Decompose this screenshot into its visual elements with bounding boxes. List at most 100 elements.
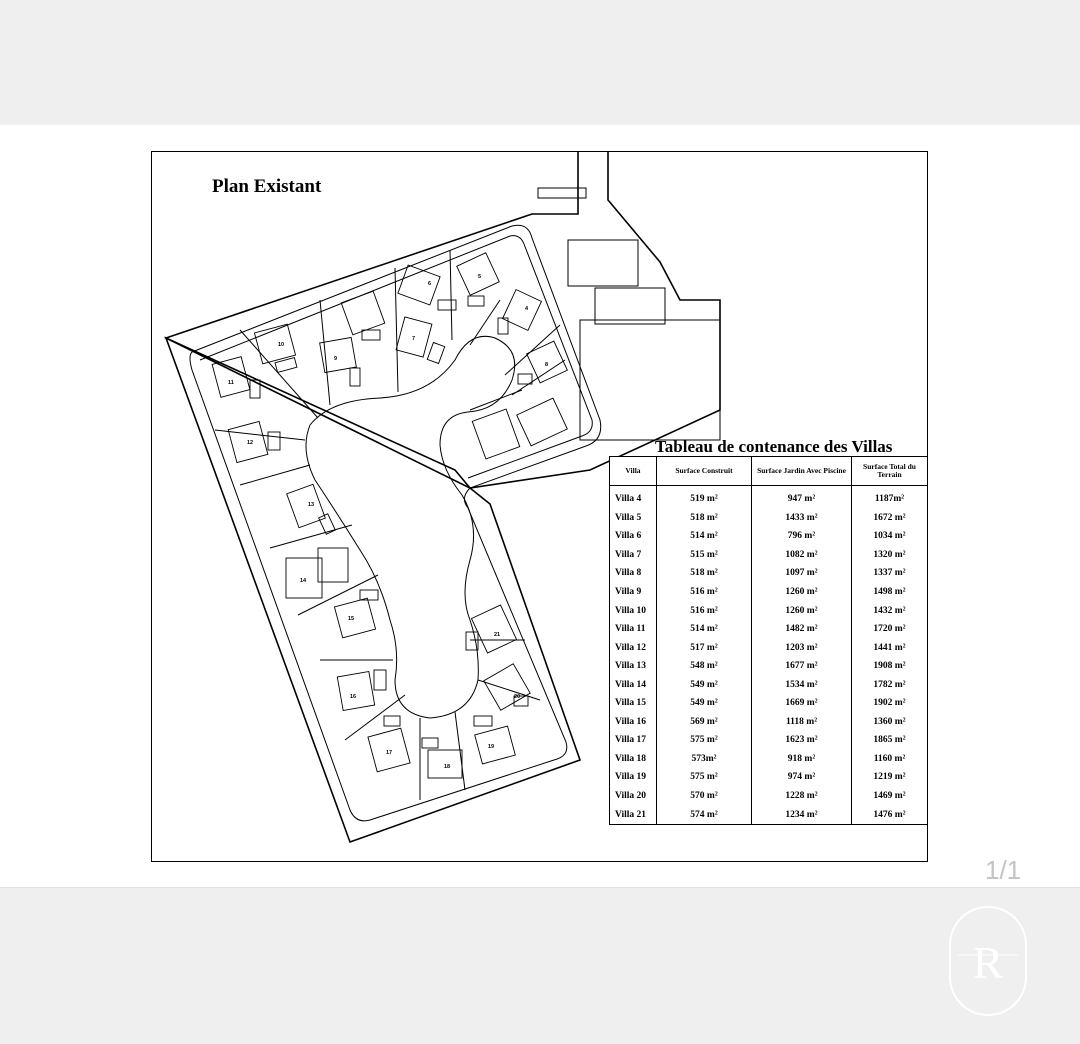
plan-lot-number: 6 — [428, 281, 431, 287]
site-boundary — [163, 151, 721, 489]
villa-name-cell: Villa 16 — [609, 712, 657, 732]
built-surface-cell: 575 m² — [656, 731, 752, 750]
total-surface-cell: 1902 m² — [851, 694, 928, 713]
plan-lot-number: 9 — [334, 356, 337, 362]
villa-name-cell: Villa 4 — [609, 485, 657, 509]
built-surface-cell: 519 m² — [656, 485, 752, 509]
garden-surface-cell: 1228 m² — [751, 786, 852, 806]
total-surface-cell: 1219 m² — [851, 768, 928, 787]
plan-lot-number: 20 — [514, 694, 520, 700]
villa-name-cell: Villa 11 — [609, 619, 657, 639]
total-surface-cell: 1476 m² — [851, 805, 928, 825]
column-header-built-surface: Surface Construit — [656, 456, 752, 486]
built-surface-cell: 518 m² — [656, 564, 752, 583]
garden-surface-cell: 974 m² — [751, 768, 852, 787]
total-surface-cell: 1320 m² — [851, 545, 928, 565]
villa-name-cell: Villa 20 — [609, 786, 657, 806]
villa-name-cell: Villa 15 — [609, 694, 657, 713]
garden-surface-cell: 1118 m² — [751, 712, 852, 732]
villa-surface-table: Villa Surface Construit Surface Jardin A… — [609, 456, 928, 825]
garden-surface-cell: 1534 m² — [751, 675, 852, 695]
built-surface-cell: 574 m² — [656, 805, 752, 825]
garden-surface-cell: 918 m² — [751, 749, 852, 769]
total-surface-cell: 1782 m² — [851, 675, 928, 695]
built-surface-cell: 548 m² — [656, 656, 752, 676]
built-surface-cell: 575 m² — [656, 768, 752, 787]
villa-name-cell: Villa 9 — [609, 582, 657, 602]
watermark-logo: R — [949, 906, 1027, 1016]
plan-lot-number: 14 — [300, 578, 307, 584]
plan-lot-number: 17 — [386, 750, 392, 756]
column-header-villa: Villa — [609, 456, 657, 486]
built-surface-cell: 549 m² — [656, 675, 752, 695]
page-indicator: 1/1 — [985, 855, 1022, 885]
built-surface-cell: 514 m² — [656, 527, 752, 546]
total-surface-cell: 1034 m² — [851, 527, 928, 546]
plan-lot-number: 10 — [278, 342, 284, 348]
viewer-top-bar — [0, 0, 1080, 125]
built-surface-cell: 516 m² — [656, 582, 752, 602]
built-surface-cell: 569 m² — [656, 712, 752, 732]
garden-surface-cell: 1234 m² — [751, 805, 852, 825]
garden-surface-cell: 1623 m² — [751, 731, 852, 750]
total-surface-cell: 1908 m² — [851, 656, 928, 676]
plan-lot-number: 15 — [348, 616, 354, 622]
plan-lot-number: 8 — [545, 362, 548, 368]
garden-surface-cell: 796 m² — [751, 527, 852, 546]
plan-lot-number: 5 — [478, 274, 481, 280]
built-surface-cell: 517 m² — [656, 638, 752, 657]
garden-surface-cell: 1097 m² — [751, 564, 852, 583]
total-surface-cell: 1337 m² — [851, 564, 928, 583]
villa-name-cell: Villa 13 — [609, 656, 657, 676]
total-surface-cell: 1432 m² — [851, 601, 928, 620]
garden-surface-cell: 1260 m² — [751, 601, 852, 620]
perimeter-road — [189, 224, 602, 822]
plan-title: Plan Existant — [212, 176, 322, 197]
villa-name-cell: Villa 17 — [609, 731, 657, 750]
plan-lot-number: 18 — [444, 764, 450, 770]
garden-surface-cell: 1082 m² — [751, 545, 852, 565]
column-header-total-surface: Surface Total du Terrain — [851, 456, 928, 486]
plan-lot-number: 13 — [308, 502, 314, 508]
total-surface-cell: 1672 m² — [851, 508, 928, 528]
garden-surface-cell: 1203 m² — [751, 638, 852, 657]
plan-lot-number: 16 — [350, 694, 356, 700]
table-title: Tableau de contenance des Villas — [655, 437, 893, 456]
plan-lot-number: 19 — [488, 744, 494, 750]
total-surface-cell: 1498 m² — [851, 582, 928, 602]
garden-surface-cell: 947 m² — [751, 485, 852, 509]
plan-lot-number: 11 — [228, 380, 234, 386]
garden-surface-cell: 1433 m² — [751, 508, 852, 528]
plan-lot-number: 12 — [247, 440, 253, 446]
watermark-letter: R — [973, 937, 1004, 988]
total-surface-cell: 1441 m² — [851, 638, 928, 657]
villa-name-cell: Villa 12 — [609, 638, 657, 657]
villa-name-cell: Villa 14 — [609, 675, 657, 695]
built-surface-cell: 514 m² — [656, 619, 752, 639]
built-surface-cell: 570 m² — [656, 786, 752, 806]
viewer-bottom-bar — [0, 887, 1080, 1044]
built-surface-cell: 516 m² — [656, 601, 752, 620]
total-surface-cell: 1469 m² — [851, 786, 928, 806]
total-surface-cell: 1187m² — [851, 485, 928, 509]
villa-name-cell: Villa 5 — [609, 508, 657, 528]
table-header-row: Villa Surface Construit Surface Jardin A… — [609, 456, 928, 486]
villa-name-cell: Villa 10 — [609, 601, 657, 620]
